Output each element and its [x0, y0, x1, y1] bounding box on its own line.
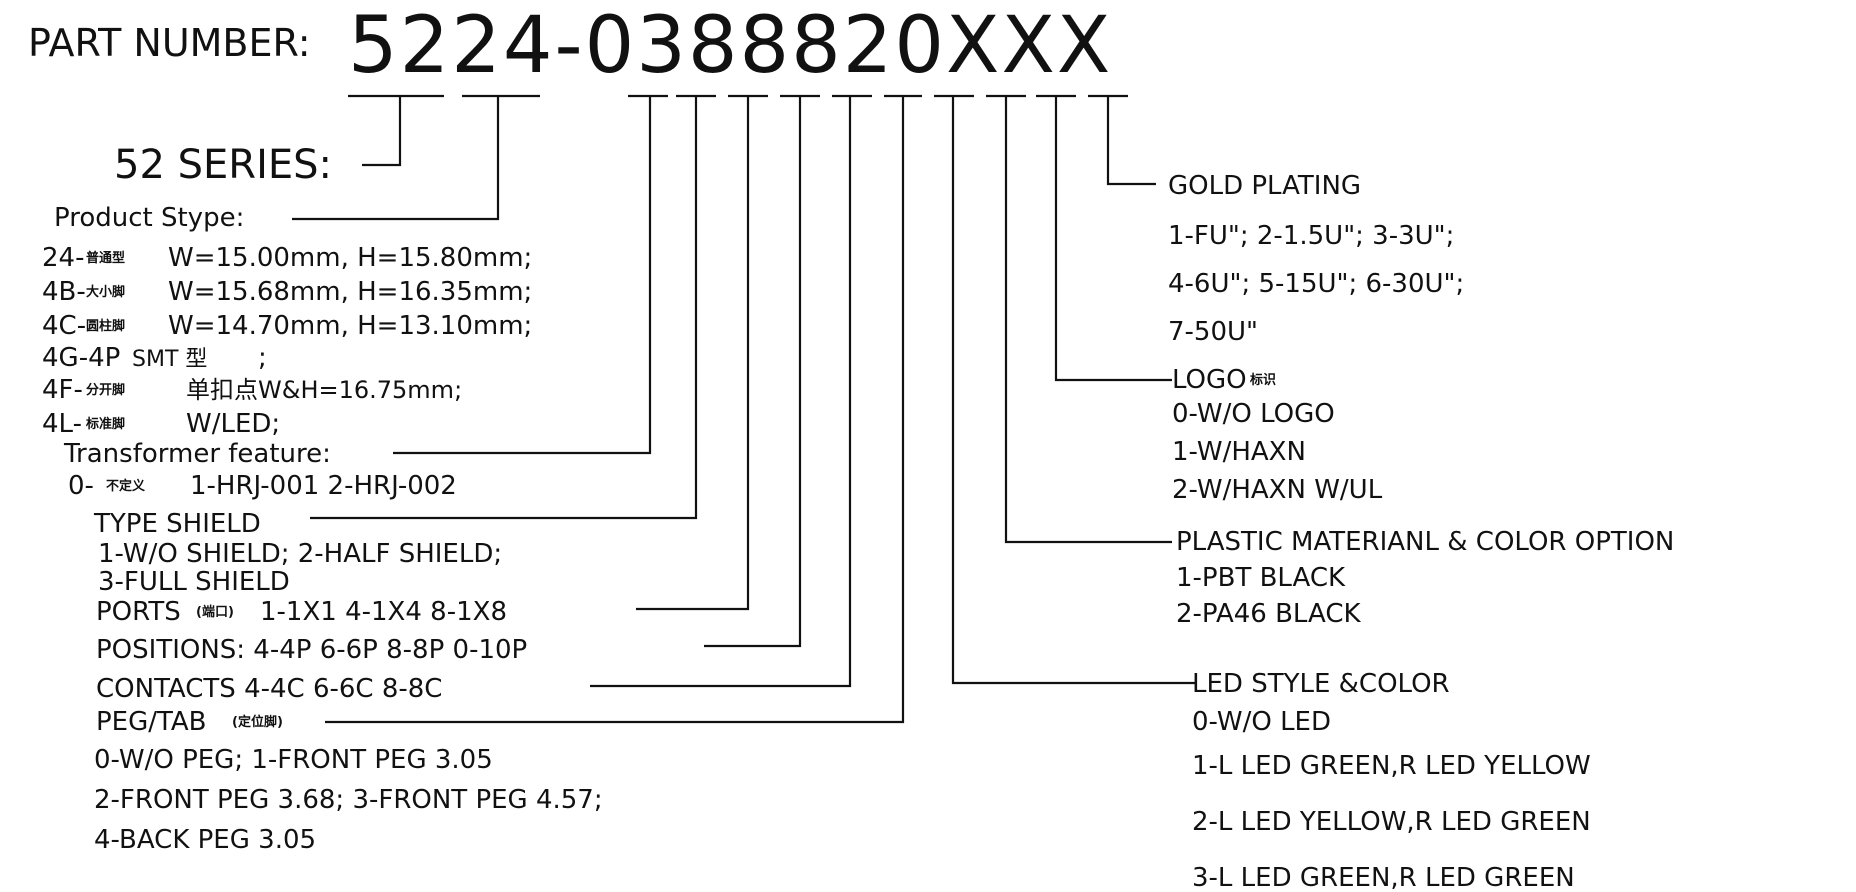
leader-led	[951, 96, 1196, 685]
peg-tab-options-1: 0-W/O PEG; 1-FRONT PEG 3.05	[94, 745, 493, 775]
plastic-options-2: 2-PA46 BLACK	[1176, 599, 1361, 629]
peg-tab-label: PEG/TAB (定位脚)	[96, 707, 283, 737]
type-shield-options-2: 3-FULL SHIELD	[98, 567, 290, 597]
ports-row: PORTS (端口) 1-1X1 4-1X4 8-1X8	[96, 597, 507, 627]
led-options-4: 3-L LED GREEN,R LED GREEN	[1192, 863, 1575, 892]
svg-text:普通型: 普通型	[86, 250, 125, 266]
svg-text:单扣点W&H=16.75mm;: 单扣点W&H=16.75mm;	[186, 376, 462, 404]
svg-text:标识: 标识	[1249, 372, 1276, 388]
svg-text:W=15.68mm, H=16.35mm;: W=15.68mm, H=16.35mm;	[168, 277, 532, 307]
part-number-label: PART NUMBER:	[28, 21, 311, 65]
logo-options-1: 0-W/O LOGO	[1172, 399, 1335, 429]
peg-tab-options-3: 4-BACK PEG 3.05	[94, 825, 316, 855]
svg-text:分开脚: 分开脚	[86, 382, 125, 398]
type-shield-label: TYPE SHIELD	[93, 509, 261, 539]
svg-text:(端口): (端口)	[196, 604, 234, 620]
leader-ports	[636, 96, 750, 611]
leader-lines	[292, 96, 1196, 724]
logo-label: LOGO 标识	[1172, 365, 1276, 395]
contacts-row: CONTACTS 4-4C 6-6C 8-8C	[96, 674, 442, 704]
leader-gold-plating	[1106, 96, 1156, 186]
svg-text:不定义: 不定义	[106, 478, 146, 494]
svg-text:;: ;	[258, 343, 267, 373]
product-type-row: 24- 普通型 W=15.00mm, H=15.80mm;	[42, 243, 532, 273]
svg-text:0-: 0-	[68, 471, 94, 501]
svg-text:4F-: 4F-	[42, 375, 83, 405]
svg-text:SMT 型: SMT 型	[132, 347, 207, 372]
svg-text:LOGO: LOGO	[1172, 365, 1247, 395]
svg-text:1-1X1 4-1X4 8-1X8: 1-1X1 4-1X4 8-1X8	[260, 597, 507, 627]
svg-text:4L-: 4L-	[42, 409, 82, 439]
leader-product-type	[292, 96, 500, 221]
logo-options-3: 2-W/HAXN W/UL	[1172, 475, 1383, 505]
product-type-label: Product Stype:	[54, 203, 244, 233]
svg-text:4B-: 4B-	[42, 277, 86, 307]
leader-transformer	[393, 96, 652, 455]
svg-text:PEG/TAB: PEG/TAB	[96, 707, 207, 737]
svg-text:标准脚: 标准脚	[85, 416, 125, 432]
leader-series	[362, 96, 402, 167]
gold-plating-options-2: 4-6U"; 5-15U"; 6-30U";	[1168, 269, 1464, 299]
svg-text:4G-4P: 4G-4P	[42, 343, 120, 373]
gold-plating-options-1: 1-FU"; 2-1.5U"; 3-3U";	[1168, 221, 1454, 251]
product-type-list: 24- 普通型 W=15.00mm, H=15.80mm; 4B- 大小脚 W=…	[42, 243, 532, 439]
leader-peg-tab	[325, 96, 905, 724]
gold-plating-options-3: 7-50U"	[1168, 317, 1258, 347]
svg-text:W/LED;: W/LED;	[186, 409, 280, 439]
svg-text:24-: 24-	[42, 243, 84, 273]
led-options-2: 1-L LED GREEN,R LED YELLOW	[1192, 751, 1591, 781]
svg-text:圆柱脚: 圆柱脚	[86, 318, 125, 334]
plastic-label: PLASTIC MATERIANL & COLOR OPTION	[1176, 527, 1674, 557]
peg-tab-options-2: 2-FRONT PEG 3.68; 3-FRONT PEG 4.57;	[94, 785, 603, 815]
svg-text:W=14.70mm, H=13.10mm;: W=14.70mm, H=13.10mm;	[168, 311, 532, 341]
leader-type-shield	[310, 96, 698, 520]
svg-text:4C-: 4C-	[42, 311, 86, 341]
leader-logo	[1054, 96, 1172, 382]
svg-text:PORTS: PORTS	[96, 597, 181, 627]
plastic-options-1: 1-PBT BLACK	[1176, 563, 1346, 593]
led-label: LED STYLE &COLOR	[1192, 669, 1450, 699]
svg-text:(定位脚): (定位脚)	[232, 714, 283, 730]
product-type-row: 4L- 标准脚 W/LED;	[42, 409, 280, 439]
product-type-row: 4F- 分开脚 单扣点W&H=16.75mm;	[42, 375, 462, 405]
svg-text:1-HRJ-001 2-HRJ-002: 1-HRJ-001 2-HRJ-002	[190, 471, 457, 501]
product-type-row: 4B- 大小脚 W=15.68mm, H=16.35mm;	[42, 277, 532, 307]
transformer-options: 0- 不定义 1-HRJ-001 2-HRJ-002	[68, 471, 457, 501]
svg-text:大小脚: 大小脚	[86, 284, 125, 300]
product-type-row: 4C- 圆柱脚 W=14.70mm, H=13.10mm;	[42, 311, 532, 341]
type-shield-options-1: 1-W/O SHIELD; 2-HALF SHIELD;	[98, 539, 502, 569]
leader-contacts	[590, 96, 852, 688]
leader-positions	[704, 96, 802, 648]
transformer-label: Transformer feature:	[63, 439, 331, 469]
series-label: 52 SERIES:	[114, 142, 332, 188]
leader-plastic	[1004, 96, 1172, 544]
gold-plating-label: GOLD PLATING	[1168, 171, 1361, 201]
product-type-row: 4G-4P SMT 型 ;	[42, 343, 267, 373]
positions-row: POSITIONS: 4-4P 6-6P 8-8P 0-10P	[96, 635, 527, 665]
led-options-1: 0-W/O LED	[1192, 707, 1331, 737]
part-number-value: 5224-0388820XXX	[348, 1, 1112, 91]
led-options-3: 2-L LED YELLOW,R LED GREEN	[1192, 807, 1591, 837]
svg-text:W=15.00mm, H=15.80mm;: W=15.00mm, H=15.80mm;	[168, 243, 532, 273]
logo-options-2: 1-W/HAXN	[1172, 437, 1306, 467]
